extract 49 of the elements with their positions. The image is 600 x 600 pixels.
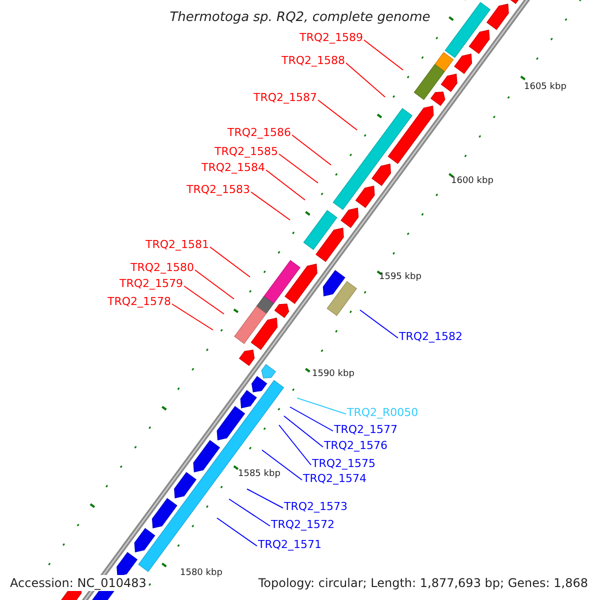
gene-label: TRQ2_1583 [186, 184, 250, 195]
gene-label: TRQ2_1579 [119, 278, 183, 289]
title: Thermotoga sp. RQ2, complete genome [168, 11, 432, 24]
leader-line [172, 304, 214, 330]
genome-info-text: Topology: circular; Length: 1,877,693 bp; Genes: 1,868 [256, 575, 590, 591]
leader-line [278, 154, 318, 184]
leader-line [296, 398, 346, 414]
leader-line [262, 450, 302, 480]
leader-line [228, 498, 270, 526]
leader-line [250, 192, 290, 220]
gene-label: TRQ2_1588 [281, 55, 345, 66]
leader-line [194, 270, 234, 300]
gene-label: TRQ2_1581 [145, 239, 209, 250]
leader-line [184, 286, 224, 314]
scale-label: 1590 kbp [312, 370, 354, 379]
gene-label: TRQ2_1577 [334, 424, 398, 435]
scale-label: 1600 kbp [451, 177, 494, 186]
gene-label: TRQ2_1582 [399, 331, 463, 342]
gene-label: TRQ2_1589 [299, 32, 363, 43]
leader-line [318, 100, 358, 130]
gene-label: TRQ2_1573 [284, 501, 348, 512]
gene-label: TRQ2_1578 [107, 296, 171, 307]
leader-line [292, 134, 332, 166]
scale-label: 1595 kbp [379, 273, 422, 282]
gene-label: TRQ2_1585 [214, 146, 278, 157]
gene-label: TRQ2_1574 [303, 473, 367, 484]
leader-line [266, 170, 306, 200]
gene-label: TRQ2_1580 [130, 262, 194, 273]
gene-label: TRQ2_1572 [271, 519, 335, 530]
gene-label: TRQ2_1576 [324, 440, 388, 451]
leader-line [290, 406, 334, 432]
gene-label: TRQ2_1571 [258, 539, 322, 550]
scale-label: 1585 kbp [238, 470, 280, 479]
leader-line [278, 424, 312, 466]
gene-label: TRQ2_R0050 [347, 407, 418, 418]
leader-line [284, 416, 324, 448]
scale-label: 1605 kbp [524, 83, 566, 92]
accession-text: Accession: NC_010483 [8, 575, 148, 591]
gene-label: TRQ2_1575 [312, 458, 376, 469]
gene-label: TRQ2_1587 [253, 92, 317, 103]
scale-label: 1580 kbp [180, 569, 222, 578]
gene-label: TRQ2_1586 [227, 127, 291, 138]
leader-line [216, 518, 258, 546]
leader-line [364, 40, 404, 70]
leader-line [210, 246, 250, 278]
gene-label: TRQ2_1584 [201, 162, 265, 173]
leader-line [346, 62, 386, 98]
leader-line [360, 310, 398, 338]
leader-line [246, 488, 284, 508]
